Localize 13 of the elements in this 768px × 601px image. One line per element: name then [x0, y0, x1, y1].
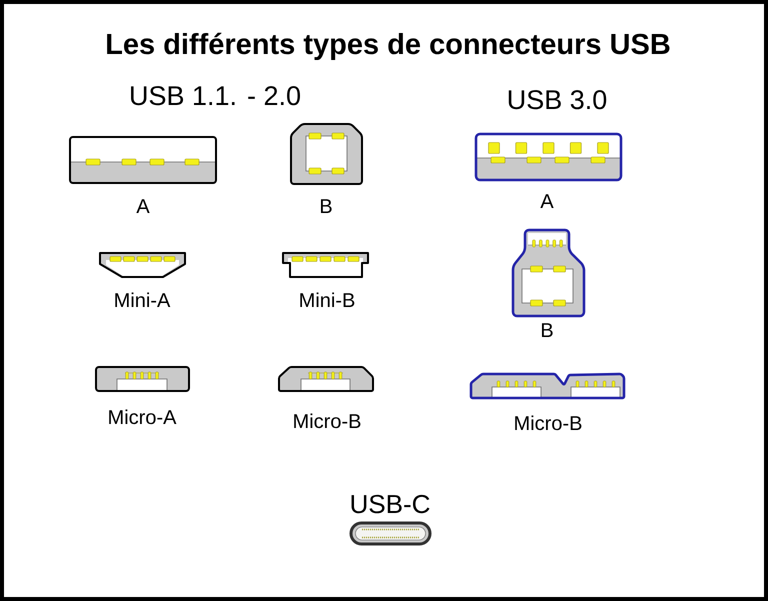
- section-heading: USB-C: [352, 494, 430, 514]
- connector-label: B: [542, 323, 553, 337]
- connector-label: Micro-B: [515, 416, 582, 430]
- section-heading: USB 1.1. - 2.0: [131, 86, 300, 106]
- section-heading: USB 3.0: [508, 90, 606, 110]
- title: Les différents types de connecteurs USB: [107, 32, 670, 60]
- connector-label: A: [540, 194, 554, 208]
- connector-label: B: [320, 199, 332, 213]
- connector-label: Mini-A: [115, 292, 170, 307]
- connector-label: Micro-A: [109, 410, 176, 424]
- connector-label: Mini-B: [300, 292, 354, 307]
- connector-label: Micro-B: [294, 414, 360, 428]
- connector-label: A: [136, 199, 150, 213]
